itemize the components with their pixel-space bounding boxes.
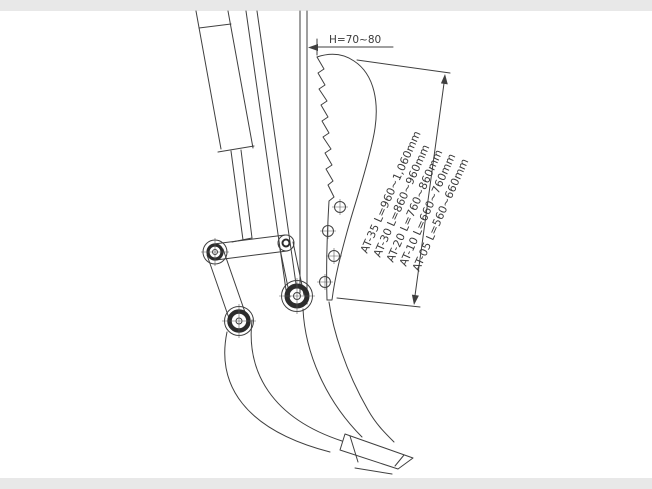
arm-right-edge (256, 10, 297, 285)
link-down-bar-right (222, 248, 248, 319)
top-frame-bar (0, 0, 652, 11)
bottom-frame-bar (0, 478, 652, 489)
link-down-bar-left (206, 254, 232, 325)
link-top-bar-upper (213, 234, 286, 245)
pin-outer-circle (277, 234, 295, 252)
cylinder-cap-line (198, 23, 232, 29)
length-extension-top (356, 59, 451, 74)
link-top-bar-lower (215, 250, 288, 261)
pin-center-cross (222, 304, 256, 338)
size-labels: AT-35 L=960~1,060mm AT-30 L=860~960mm AT… (358, 129, 471, 273)
serrated-blade (316, 53, 377, 301)
tooth-under-line (354, 467, 393, 475)
mount-bolts (317, 199, 348, 290)
tooth-tip-line (394, 454, 405, 467)
bolt-cross (317, 274, 333, 290)
cylinder-bottom-line (217, 145, 255, 153)
bolt-cross (326, 248, 342, 264)
cylinder-rod-right-edge (240, 149, 253, 239)
pin-rod-end (201, 238, 229, 266)
length-dimension (336, 59, 451, 308)
pin-bucket-pivot (222, 304, 256, 338)
shank-outer-curve (224, 331, 331, 453)
pin-link-upper (277, 234, 295, 252)
ripper-shank (224, 301, 414, 475)
bolt-cross (320, 223, 336, 239)
pin-center-cross (279, 278, 315, 314)
h-arrowhead (308, 44, 318, 51)
arm (245, 10, 297, 291)
cylinder-rod-left-edge (230, 150, 244, 241)
h-dimension-label: H=70~80 (329, 34, 381, 46)
arm-left-edge (245, 10, 287, 291)
blade-outline (316, 53, 377, 301)
cylinder-barrel-left-edge (195, 10, 222, 150)
hydraulic-cylinder (195, 10, 255, 243)
h-gap-dimension: H=70~80 (308, 34, 394, 56)
shank-front-edge (328, 301, 395, 443)
pin-center-cross (201, 238, 229, 266)
length-dimension-line (413, 75, 446, 304)
shank-middle-curve (250, 319, 343, 442)
cylinder-barrel-right-edge (227, 10, 254, 149)
mount-frame (299, 10, 308, 305)
blade-serrated-edge (316, 56, 335, 301)
shank-inner-curve (302, 308, 363, 438)
tooth-point (339, 433, 414, 470)
length-arrowhead-bottom (411, 294, 419, 305)
bolt-cross (332, 199, 348, 215)
pin-center-circle (281, 238, 291, 248)
pin-link-lower (279, 278, 315, 314)
length-arrowhead-top (440, 74, 448, 85)
length-extension-bottom (336, 297, 421, 308)
tooth-socket-line (349, 435, 359, 463)
